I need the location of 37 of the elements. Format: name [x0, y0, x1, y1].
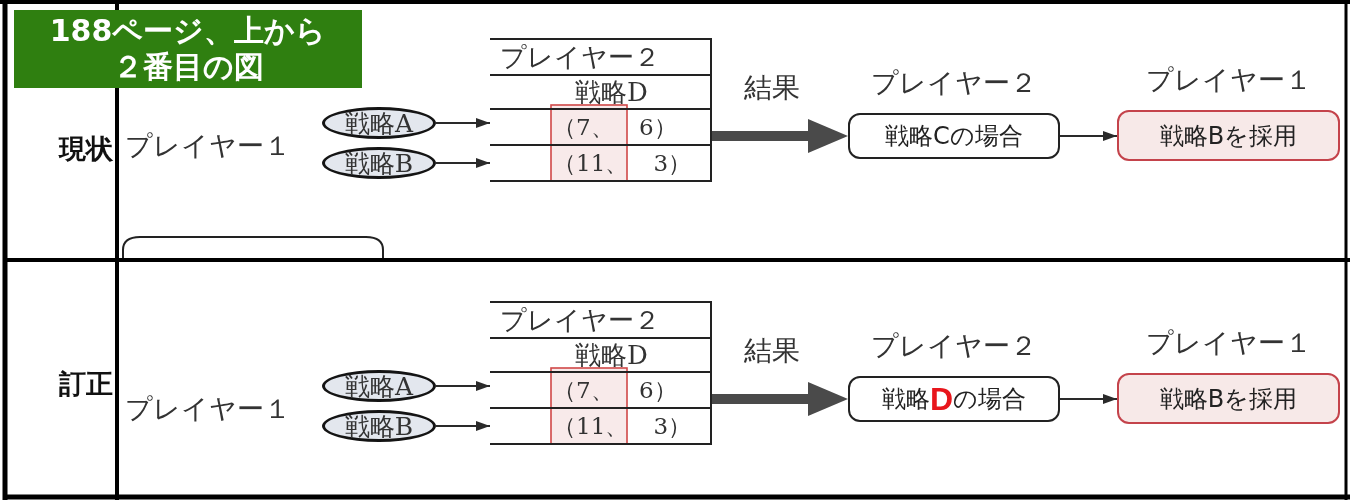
row-heading: 訂正: [59, 367, 113, 401]
table-header: 戦略D: [575, 339, 648, 371]
arrow: [1059, 131, 1118, 141]
arrow: [435, 118, 491, 128]
row-heading: 現状: [59, 132, 113, 166]
player-name: プレイヤー１: [125, 129, 291, 163]
player-name: プレイヤー１: [125, 392, 291, 426]
payoff-table: [490, 301, 712, 445]
arrow: [1059, 394, 1118, 404]
player-caption: プレイヤー２: [871, 67, 1037, 99]
strategy-ellipse: 戦略B: [322, 410, 436, 442]
table-header: 戦略D: [575, 76, 648, 108]
strategy-box: 戦略Dの場合: [848, 376, 1060, 422]
decision-box: 戦略Bを採用: [1117, 373, 1340, 424]
player-caption: プレイヤー１: [1145, 64, 1312, 96]
edge-label: 結果: [744, 335, 800, 367]
table-header: プレイヤー２: [500, 41, 660, 74]
payoff-pair: （7、 6）: [553, 113, 677, 142]
arrow: [712, 119, 848, 153]
player-caption: プレイヤー１: [1145, 327, 1312, 359]
payoff-pair: （11、 3）: [553, 412, 692, 441]
payoff-table: [490, 38, 712, 182]
table-header: プレイヤー２: [500, 304, 660, 337]
title-banner: 188ページ、上から２番目の図: [14, 10, 362, 88]
strategy-ellipse: 戦略B: [322, 147, 436, 179]
arrow: [712, 382, 848, 416]
payoff-pair: （11、 3）: [553, 149, 692, 178]
decision-box: 戦略Bを採用: [1117, 110, 1340, 161]
player-caption: プレイヤー２: [871, 330, 1037, 362]
edge-label: 結果: [744, 72, 800, 104]
strategy-box: 戦略Cの場合: [848, 113, 1060, 159]
arrow: [435, 158, 491, 168]
arrow: [435, 381, 491, 391]
payoff-pair: （7、 6）: [553, 376, 677, 405]
strategy-ellipse: 戦略A: [322, 107, 436, 139]
arrow: [435, 421, 491, 431]
strategy-ellipse: 戦略A: [322, 370, 436, 402]
